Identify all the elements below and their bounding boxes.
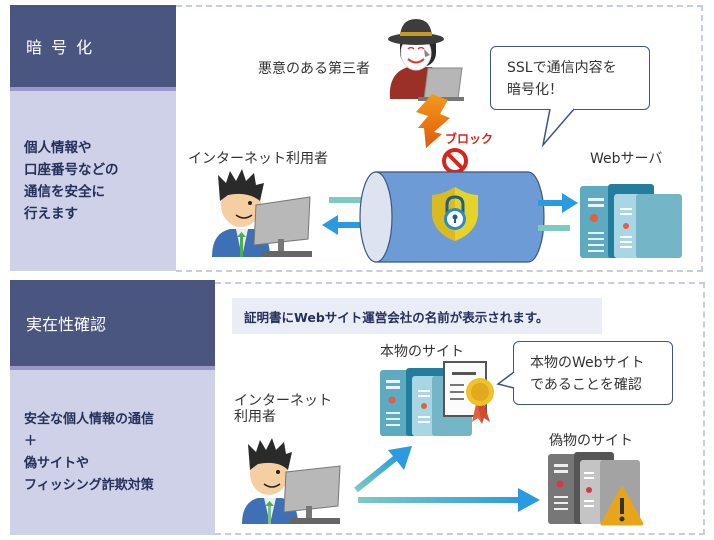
encryption-description-panel: 個人情報や 口座番号などの 通信を安全に 行えます — [10, 91, 176, 271]
attacker-label: 悪意のある第三者 — [258, 61, 370, 77]
web-server-icon — [580, 184, 682, 258]
user-label: インターネット 利用者 — [234, 393, 332, 425]
server-label: Webサーバ — [590, 151, 663, 167]
ssl-speech-bubble: SSLで通信内容を 暗号化！ — [490, 46, 650, 110]
authenticity-diagram-frame — [215, 282, 705, 535]
arrow-to-real-site — [354, 446, 412, 493]
bubble-line: 暗号化！ — [507, 82, 563, 98]
encryption-title: 暗 号 化 — [26, 38, 95, 57]
internet-user-icon — [242, 438, 341, 524]
description-line: 安全な個人情報の通信 — [24, 411, 155, 427]
description-line: 口座番号などの — [24, 162, 119, 178]
outgoing-arrow-to-server — [538, 193, 578, 213]
description-line: 個人情報や — [24, 140, 92, 156]
fake-site-server-icon — [548, 452, 640, 524]
description-line: フィッシング詐欺対策 — [24, 477, 154, 493]
lightning-attack-icon — [416, 94, 450, 148]
incoming-arrow-from-server — [538, 225, 570, 231]
description-line: 通信を安全に — [24, 184, 105, 200]
warning-icon — [600, 486, 644, 526]
ssl-certificate-icon — [443, 361, 494, 424]
user-label: インターネット利用者 — [188, 151, 328, 167]
bubble-line: 本物のWebサイト — [530, 355, 645, 371]
description-line: ＋ — [24, 433, 38, 449]
internet-user-icon — [212, 169, 312, 257]
description-line: 行えます — [24, 206, 78, 222]
shield-lock-icon — [432, 187, 478, 241]
authenticity-title: 実在性確認 — [26, 315, 107, 334]
user-label-line: インターネット — [234, 393, 332, 409]
real-site-label: 本物のサイト — [380, 344, 464, 360]
arrow-to-fake-site — [358, 488, 540, 512]
bubble-line: であることを確認 — [530, 377, 642, 393]
authenticity-title-panel: 実在性確認 — [10, 280, 215, 370]
real-site-server-icon — [380, 368, 472, 436]
bubble-line: SSLで通信内容を — [507, 60, 617, 76]
verify-speech-bubble: 本物のWebサイト であることを確認 — [513, 341, 673, 405]
certificate-notice-text: 証明書にWebサイト運営会社の名前が表示されます。 — [244, 309, 549, 325]
incoming-arrow-to-user — [322, 215, 382, 235]
fake-site-label: 偽物のサイト — [549, 433, 633, 449]
authenticity-description-panel: 安全な個人情報の通信 ＋ 偽サイトや フィッシング詐欺対策 — [10, 370, 215, 535]
bubble-tail — [541, 107, 575, 148]
description-line: 偽サイトや — [24, 455, 90, 471]
encryption-diagram-frame — [176, 5, 703, 272]
encryption-title-panel: 暗 号 化 — [10, 5, 176, 91]
user-label-line: 利用者 — [234, 409, 276, 425]
attacker-icon — [388, 19, 464, 101]
bubble-tail — [496, 371, 517, 389]
outgoing-arrow — [329, 197, 384, 203]
certificate-notice: 証明書にWebサイト運営会社の名前が表示されます。 — [232, 298, 602, 334]
block-label: ブロック — [445, 132, 494, 146]
